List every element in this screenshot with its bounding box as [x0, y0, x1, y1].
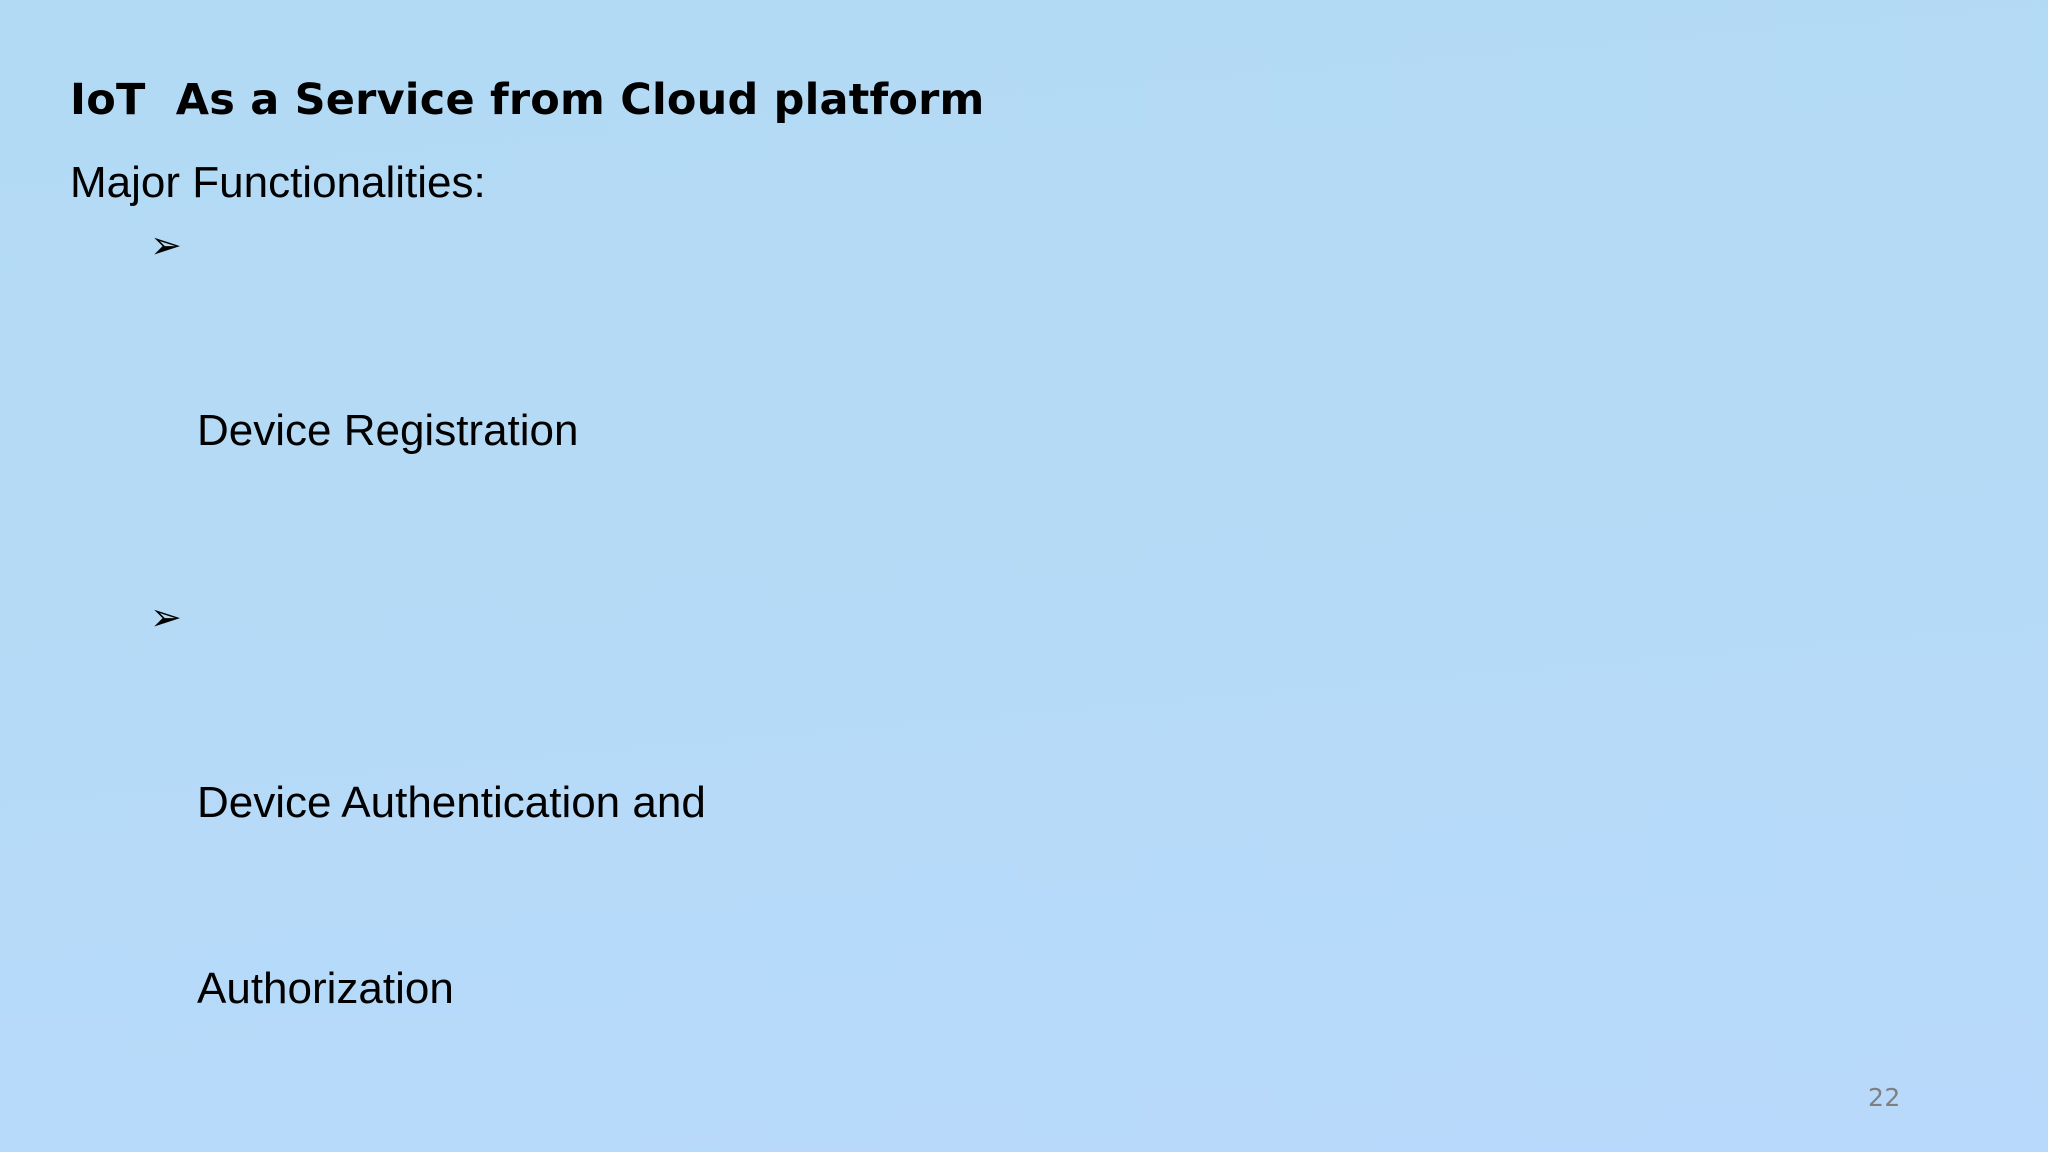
arrow-bullet-icon: ➢: [150, 223, 182, 267]
list-item-continuation: Authorization: [197, 964, 454, 1013]
list-item: ➢ Device Authentication and Authorizatio…: [70, 586, 1370, 1144]
functionality-list: ➢ Device Registration ➢ Device Authentic…: [70, 214, 1370, 1152]
page-title: IoT As a Service from Cloud platform: [70, 74, 985, 125]
content-body: Major Functionalities: ➢ Device Registra…: [70, 152, 1370, 1152]
list-item: ➢ Device to cloud message: [70, 1144, 1370, 1152]
lead-line: Major Functionalities:: [70, 158, 486, 207]
arrow-bullet-icon: ➢: [150, 595, 182, 639]
list-item-label: Device Authentication and: [197, 778, 706, 827]
arrow-bullet-icon: ➢: [150, 1144, 196, 1152]
list-item-label: Device Registration: [197, 406, 579, 455]
page-number: 22: [1868, 1083, 1901, 1112]
list-item: ➢ Device Registration: [70, 214, 1370, 586]
